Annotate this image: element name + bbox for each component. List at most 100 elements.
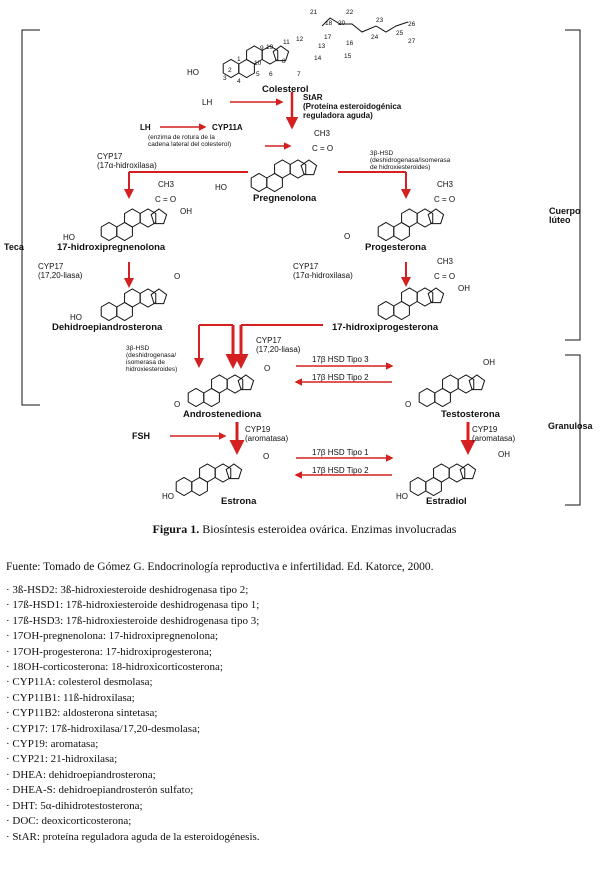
lh-label-top: LH xyxy=(202,98,213,107)
structure-estrona xyxy=(175,463,243,497)
carbon-number: 26 xyxy=(408,21,416,28)
group-granulosa: Granulosa xyxy=(548,421,593,431)
caption-text: Biosíntesis esteroidea ovárica. Enzimas … xyxy=(202,522,457,536)
cuerpo-luteo-bracket xyxy=(565,29,581,341)
glossary-item: 3ß-HSD2: 3ß-hidroxiesteroide deshidrogen… xyxy=(6,583,260,598)
glossary-item: CYP11B1: 11ß-hidroxilasa; xyxy=(6,691,260,706)
carbon-number: 21 xyxy=(310,9,318,16)
carbon-number: 19 xyxy=(266,44,274,51)
structure-estradiol xyxy=(409,463,477,497)
structure-17-hidroxiprogesterona xyxy=(377,287,445,321)
cyp11a-desc: (enzima de rotura de la cadena lateral d… xyxy=(148,134,232,148)
glossary-item: 17OH-pregnenolona: 17-hidroxipregnenolon… xyxy=(6,629,260,644)
glossary-item: DHEA: dehidroepiandrosterona; xyxy=(6,768,260,783)
carbon-number: 12 xyxy=(296,36,304,43)
atom-o-dhea: O xyxy=(174,272,181,281)
granulosa-bracket xyxy=(565,354,581,506)
compound-androstenediona: Androstenediona xyxy=(183,409,262,420)
atom-co-17oh-progesterona: C = O xyxy=(434,272,456,281)
figure-source: Fuente: Tomado de Gómez G. Endocrinologí… xyxy=(6,561,434,573)
cyp19-label-a: CYP19 (aromatasa) xyxy=(245,425,289,443)
structure-dhea xyxy=(100,288,168,322)
cyp17-hidroxilasa-label-b: CYP17 (17α-hidroxilasa) xyxy=(293,262,353,280)
compound-17-hidroxipregnenolona: 17-hidroxipregnenolona xyxy=(57,242,166,253)
abbreviation-glossary: 3ß-HSD2: 3ß-hidroxiesteroide deshidrogen… xyxy=(6,583,260,845)
glossary-item: CYP11A: colesterol desmolasa; xyxy=(6,675,260,690)
compound-estradiol: Estradiol xyxy=(426,496,467,507)
compound-testosterona: Testosterona xyxy=(441,409,500,420)
17b-hsd-tipo2-label-b: 17β HSD Tipo 2 xyxy=(312,466,369,475)
atom-ho-dhea: HO xyxy=(70,313,82,322)
atom-o-androstenediona: O xyxy=(174,400,181,409)
atom-ho-estradiol: HO xyxy=(396,492,408,501)
glossary-item: 17ß-HSD1: 17ß-hidroxiesteroide deshidrog… xyxy=(6,598,260,613)
atom-co-pregnenolona: C = O xyxy=(312,144,334,153)
glossary-item: CYP11B2: aldosterona sintetasa; xyxy=(6,706,260,721)
figure-caption: Figura 1. Biosíntesis esteroidea ovárica… xyxy=(0,522,609,537)
atom-o-testosterona: O xyxy=(405,400,412,409)
carbon-number: 14 xyxy=(314,55,322,62)
glossary-item: DHEA-S: dehidroepiandrosterón sulfato; xyxy=(6,783,260,798)
17b-hsd-tipo1-label: 17β HSD Tipo 1 xyxy=(312,448,369,457)
carbon-number: 2 xyxy=(228,67,232,74)
cyp17-liasa-label-a: CYP17 (17,20-liasa) xyxy=(38,262,83,280)
carbon-number: 23 xyxy=(376,17,384,24)
structure-17-hidroxipregnenolona xyxy=(100,208,168,242)
compound-progesterona: Progesterona xyxy=(365,242,427,253)
glossary-item: CYP19: aromatasa; xyxy=(6,737,260,752)
carbon-number: 9 xyxy=(260,45,264,52)
compound-pregnenolona: Pregnenolona xyxy=(253,193,317,204)
compound-colesterol: Colesterol xyxy=(262,84,309,95)
carbon-number: 6 xyxy=(269,71,273,78)
glossary-item: StAR: proteína reguladora aguda de la es… xyxy=(6,830,259,845)
star-label: StAR (Proteína esteroidogénica regulador… xyxy=(303,93,402,120)
atom-o-estrona: O xyxy=(263,452,270,461)
atom-oh-testosterona: OH xyxy=(483,358,495,367)
carbon-number: 27 xyxy=(408,38,416,45)
carbon-number: 4 xyxy=(237,78,241,85)
carbon-number: 15 xyxy=(344,53,352,60)
17b-hsd-tipo3-label: 17β HSD Tipo 3 xyxy=(312,355,369,364)
atom-ho-17oh-pregnenolona: HO xyxy=(63,233,75,242)
compound-17-hidroxiprogesterona: 17-hidroxiprogesterona xyxy=(332,322,439,333)
3b-hsd-label-b: 3β-HSD (deshidrogenasa/ isomerasa de hid… xyxy=(126,345,178,373)
carbon-number: 10 xyxy=(254,60,262,67)
glossary-item: 17OH-progesterona: 17-hidroxiprogesteron… xyxy=(6,645,260,660)
atom-ch3-pregnenolona: CH3 xyxy=(314,129,331,138)
caption-label: Figura 1. xyxy=(152,522,200,536)
glossary-item: 18OH-corticosterona: 18-hidroxicorticost… xyxy=(6,660,260,675)
glossary-item: CYP17: 17ß-hidroxilasa/17,20-desmolasa; xyxy=(6,722,260,737)
steroid-biosynthesis-diagram: Colesterol Pregnenolona Progesterona 17-… xyxy=(4,9,593,507)
carbon-number: 5 xyxy=(256,71,260,78)
atom-oh-17oh-pregnenolona: OH xyxy=(180,207,192,216)
cyp17-liasa-label-b: CYP17 (17,20-liasa) xyxy=(256,336,301,354)
17b-hsd-tipo2-label-a: 17β HSD Tipo 2 xyxy=(312,373,369,382)
carbon-number: 16 xyxy=(346,40,354,47)
structure-testosterona xyxy=(418,374,486,408)
atom-ch3-17oh-progesterona: CH3 xyxy=(437,257,454,266)
glossary-item: 17ß-HSD3: 17ß-hidroxiesteroide deshidrog… xyxy=(6,614,260,629)
fsh-label: FSH xyxy=(132,431,150,441)
cyp11a-label: CYP11A xyxy=(212,123,243,132)
carbon-number: 18 xyxy=(325,20,333,27)
cyp19-label-b: CYP19 (aromatasa) xyxy=(472,425,516,443)
structure-progesterona xyxy=(377,208,445,242)
carbon-number: 17 xyxy=(324,34,332,41)
atom-o-progesterona: O xyxy=(344,232,351,241)
atom-co-17oh-pregnenolona: C = O xyxy=(155,195,177,204)
atom-ho-colesterol: HO xyxy=(187,68,199,77)
structure-androstenediona xyxy=(187,374,255,408)
cyp17-hidroxilasa-label-a: CYP17 (17α-hidroxilasa) xyxy=(97,152,157,170)
carbon-number: 22 xyxy=(346,9,354,16)
carbon-number: 1 xyxy=(237,56,241,63)
teca-bracket xyxy=(21,29,40,406)
glossary-item: DHT: 5α-dihidrotestosterona; xyxy=(6,799,260,814)
carbon-number: 20 xyxy=(338,20,346,27)
structure-colesterol xyxy=(222,45,290,79)
glossary-item: DOC: deoxicorticosterona; xyxy=(6,814,260,829)
carbon-number: 11 xyxy=(283,39,290,46)
carbon-number: 13 xyxy=(318,43,326,50)
compound-dhea: Dehidroepiandrosterona xyxy=(52,322,163,333)
carbon-number: 3 xyxy=(223,75,227,82)
atom-ho-estrona: HO xyxy=(162,492,174,501)
